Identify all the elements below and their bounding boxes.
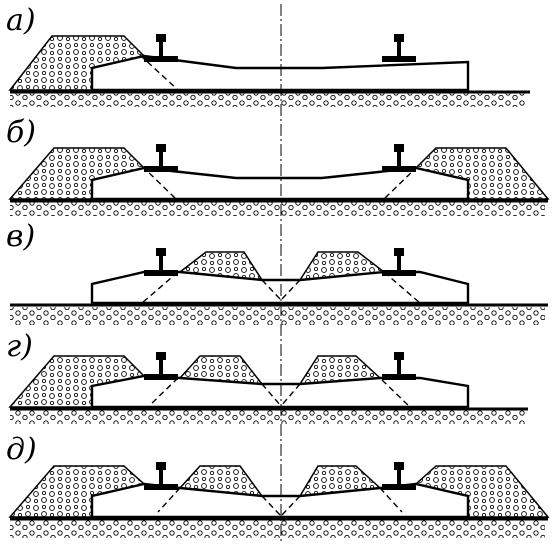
dashed-line xyxy=(149,377,179,406)
ballast-pile-left xyxy=(8,465,146,518)
prism-outline xyxy=(90,270,470,305)
subgrade-strip xyxy=(10,520,545,538)
dashed-line xyxy=(280,495,301,517)
rail-right xyxy=(382,462,416,490)
rail-left xyxy=(144,462,178,490)
panel-label-g: г) xyxy=(6,329,33,364)
prism-outline xyxy=(90,166,470,201)
rail-left xyxy=(144,352,178,380)
subgrade-strip xyxy=(10,307,545,325)
dashed-line-right xyxy=(383,165,419,200)
rail-right xyxy=(382,144,416,172)
panel-g xyxy=(8,352,528,424)
panel-label-b: б) xyxy=(6,115,37,150)
subgrade-strip xyxy=(10,410,525,424)
subgrade-strip xyxy=(10,93,525,107)
dashed-line xyxy=(280,383,301,407)
dashed-line xyxy=(261,495,282,517)
panel-label-d: д) xyxy=(6,432,37,467)
dashed-line xyxy=(261,279,282,301)
ballast-pile-right xyxy=(414,465,550,518)
dashed-line xyxy=(141,271,179,304)
prism-outline xyxy=(90,374,470,409)
rail-right xyxy=(382,34,416,62)
rail-right xyxy=(382,352,416,380)
dashed-line xyxy=(280,279,301,301)
dashed-line xyxy=(261,383,282,407)
dashed-line xyxy=(379,487,403,513)
dashed-line xyxy=(381,379,411,408)
dashed-line xyxy=(139,54,179,91)
rail-right xyxy=(382,248,416,276)
panel-v xyxy=(10,248,548,325)
dashed-line xyxy=(383,271,421,304)
rail-left xyxy=(144,144,178,172)
panel-a xyxy=(8,34,530,107)
panel-label-a: а) xyxy=(6,3,36,38)
rail-left xyxy=(144,248,178,276)
ballast-pile-left xyxy=(8,355,146,408)
dashed-line-left xyxy=(141,165,177,200)
panel-d xyxy=(8,462,550,538)
rail-left xyxy=(144,34,178,62)
panel-b xyxy=(8,144,550,216)
panel-label-v: в) xyxy=(6,219,36,254)
subgrade-strip xyxy=(10,202,545,216)
prism-outline xyxy=(90,54,470,92)
dashed-line xyxy=(157,487,181,513)
